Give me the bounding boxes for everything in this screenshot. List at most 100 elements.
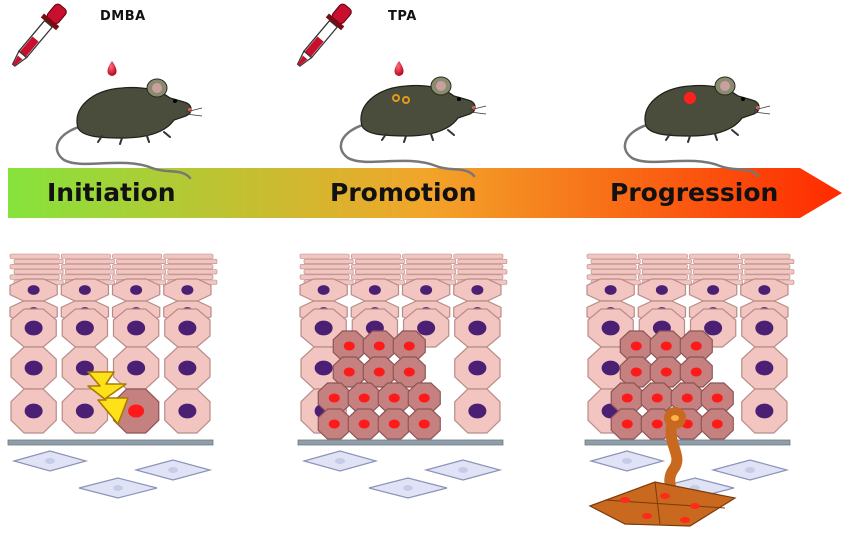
- squame-cell: [13, 269, 64, 275]
- squame-cell: [350, 253, 401, 259]
- lightning-bolt-icon: [87, 371, 129, 425]
- squame-cell: [9, 264, 60, 270]
- epithelial-cell: [61, 308, 109, 348]
- epithelial-cell: [9, 278, 58, 302]
- squame-cell: [64, 258, 115, 265]
- transformed-cell: [619, 330, 653, 362]
- epithelial-cell: [164, 346, 211, 390]
- squame-cell: [693, 269, 744, 275]
- epithelial-cell: [112, 346, 160, 390]
- transformed-cell: [407, 408, 441, 440]
- squame-cell: [457, 258, 508, 265]
- drop-icon: [394, 61, 404, 76]
- dropper-icon: [11, 3, 67, 67]
- squame-cell: [689, 264, 740, 270]
- squame-cell: [586, 264, 637, 270]
- transformed-cell: [392, 356, 426, 388]
- squame-cell: [163, 253, 214, 259]
- squame-cell: [402, 253, 453, 259]
- squame-cell: [13, 258, 64, 265]
- squame-cell: [453, 253, 504, 259]
- squame-cell: [637, 264, 688, 270]
- epithelial-cell: [350, 278, 400, 302]
- epithelial-cell: [163, 278, 212, 302]
- squame-cell: [303, 258, 354, 265]
- squame-cell: [167, 269, 218, 275]
- squame-cell: [590, 258, 641, 265]
- squame-cell: [299, 264, 350, 270]
- squame-cell: [740, 253, 791, 259]
- epithelial-cell: [112, 308, 160, 348]
- epithelial-cell: [637, 278, 687, 302]
- squame-cell: [163, 264, 214, 270]
- squame-cell: [167, 258, 218, 265]
- epithelial-cell: [741, 308, 788, 348]
- squame-cell: [64, 269, 115, 275]
- transformed-cell: [407, 382, 441, 414]
- squame-cell: [303, 269, 354, 275]
- mouse-icon: [339, 76, 487, 178]
- transformed-cell: [377, 408, 411, 440]
- epithelial-cell: [454, 346, 501, 390]
- transformed-cell: [362, 356, 396, 388]
- squame-cell: [116, 258, 167, 265]
- squame-cell: [744, 258, 795, 265]
- epithelial-cell: [688, 278, 738, 302]
- basement-membrane: [7, 439, 214, 446]
- squame-cell: [112, 264, 163, 270]
- transformed-cell: [700, 382, 734, 414]
- basement-membrane: [297, 439, 504, 446]
- squame-cell: [457, 269, 508, 275]
- dmba-label: DMBA: [100, 9, 146, 24]
- tissue-promotion: [297, 253, 508, 499]
- epithelial-cell: [740, 278, 789, 302]
- squame-cell: [350, 264, 401, 270]
- stage-label-promotion: Promotion: [330, 178, 477, 207]
- transformed-cell: [377, 382, 411, 414]
- tissue-initiation: [7, 253, 218, 499]
- squame-cell: [402, 264, 453, 270]
- transformed-cell: [619, 356, 653, 388]
- mouse-icon: [55, 78, 203, 180]
- tpa-label: TPA: [388, 9, 417, 24]
- squame-cell: [60, 264, 111, 270]
- transformed-cell: [362, 330, 396, 362]
- basement-membrane: [584, 439, 791, 446]
- epithelial-cell: [10, 346, 57, 390]
- squame-cell: [60, 253, 111, 259]
- stage-arrow-icon: [8, 168, 842, 218]
- squame-cell: [693, 258, 744, 265]
- transformed-cell: [670, 382, 704, 414]
- epithelial-cell: [299, 278, 348, 302]
- squame-cell: [641, 258, 692, 265]
- squame-cell: [740, 264, 791, 270]
- transformed-cell: [700, 408, 734, 440]
- squame-cell: [586, 253, 637, 259]
- squame-cell: [453, 264, 504, 270]
- epithelial-cell: [164, 308, 211, 348]
- squame-cell: [299, 253, 350, 259]
- squame-cell: [689, 253, 740, 259]
- tissue-progression: [584, 253, 795, 527]
- epithelial-cell: [10, 388, 57, 434]
- epithelial-cell: [453, 278, 502, 302]
- epithelial-cell: [741, 346, 788, 390]
- transformed-cell: [347, 382, 381, 414]
- squame-cell: [354, 258, 405, 265]
- transformed-cell: [679, 356, 713, 388]
- epithelial-cell: [741, 388, 788, 434]
- squame-cell: [590, 269, 641, 275]
- squame-cell: [354, 269, 405, 275]
- tumor-icon: [684, 92, 696, 104]
- lesion-icon: [392, 94, 400, 102]
- squame-cell: [116, 269, 167, 275]
- squame-cell: [9, 253, 60, 259]
- squame-cell: [406, 269, 457, 275]
- dropper-icon: [296, 3, 352, 67]
- squame-cell: [641, 269, 692, 275]
- epithelial-cell: [454, 388, 501, 434]
- epithelial-cell: [111, 278, 161, 302]
- epithelial-cell: [454, 308, 501, 348]
